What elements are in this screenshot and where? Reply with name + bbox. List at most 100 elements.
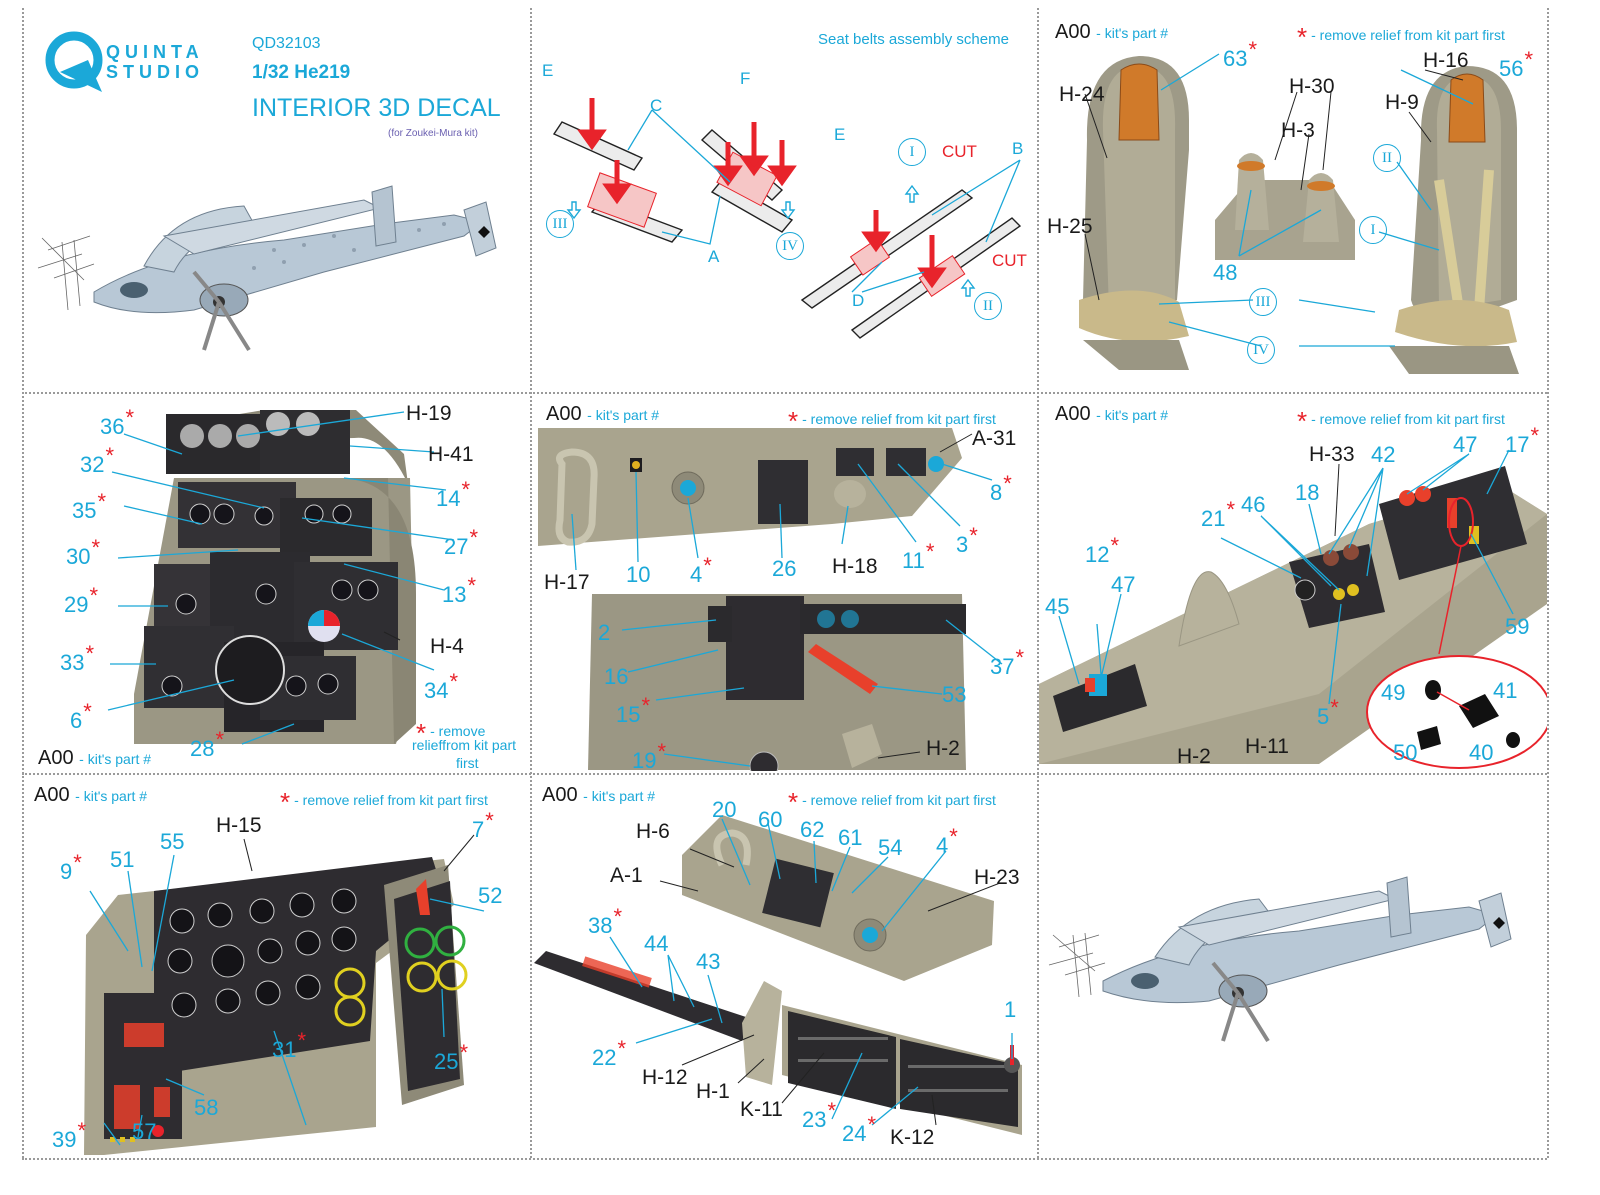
product-code: QD32103: [252, 35, 321, 52]
remove-relief-note: *- remove relief from kit part first: [280, 787, 488, 817]
decal-number-37: 37*: [990, 645, 1025, 679]
decal-number-17: 17*: [1505, 423, 1540, 457]
decal-number-27: 27*: [444, 525, 479, 559]
decal-number-19: 19*: [632, 739, 667, 772]
logo-mark-icon: [45, 31, 103, 92]
kit-part-legend: A00 - kit's part #: [1055, 21, 1169, 43]
decal-number-46: 46: [1241, 492, 1266, 517]
decal-number-8: 8*: [990, 471, 1012, 505]
grid-divider: [22, 392, 1547, 394]
part-label-h9: H-9: [1385, 91, 1419, 114]
decal-number-20: 20: [712, 797, 737, 822]
remove-relief-note-line2: relieffrom kit part: [412, 737, 516, 753]
decal-number-61: 61: [838, 825, 863, 850]
step-marker-ii: II: [1373, 144, 1401, 172]
decal-number-44: 44: [644, 931, 669, 956]
kit-part-legend: A00 - kit's part #: [38, 747, 152, 769]
decal-number-47b: 47: [1111, 572, 1136, 597]
step-marker-ii: II: [974, 292, 1002, 320]
decal-number-49: 49: [1381, 680, 1406, 705]
part-label-a1: A-1: [610, 864, 643, 887]
belt-label-e: E: [542, 61, 554, 80]
decal-number-5: 5*: [1317, 695, 1339, 729]
step-marker-iii: III: [1249, 288, 1277, 316]
grid-divider: [1547, 8, 1549, 1158]
kit-part-legend: A00 - kit's part #: [34, 784, 148, 806]
product-subtitle: (for Zoukei-Mura kit): [388, 128, 479, 139]
grid-divider: [22, 773, 1547, 775]
console-image: [1039, 449, 1547, 769]
kit-part-legend: A00 - kit's part #: [546, 403, 660, 425]
decal-number-32: 32*: [80, 443, 115, 477]
seatbelt-scheme-panel: Seat belts assembly scheme: [532, 10, 1036, 390]
decal-number-54: 54: [878, 835, 903, 860]
decal-number-53: 53: [942, 682, 967, 707]
decal-number-23: 23*: [802, 1098, 837, 1132]
belt-label-e2: E: [834, 125, 846, 144]
belt-label-a: A: [708, 247, 720, 266]
decal-number-56: 56*: [1499, 47, 1534, 81]
brand-line1: QUINTA: [106, 42, 204, 62]
cut-label: CUT: [942, 142, 977, 161]
belt-label-c: C: [650, 96, 663, 115]
decal-number-6: 6*: [70, 699, 92, 733]
decal-number-50: 50: [1393, 740, 1418, 765]
decal-number-16: 16: [604, 664, 629, 689]
front-instrument-panel: A00 - kit's part # *- remove relief from…: [24, 775, 528, 1156]
part-label-h24: H-24: [1059, 83, 1105, 106]
decal-number-31: 31*: [272, 1028, 307, 1062]
product-title: INTERIOR 3D DECAL: [252, 94, 501, 122]
belt-label-d: D: [852, 291, 865, 310]
part-label-h17: H-17: [544, 571, 590, 594]
seatbelt-diagram: [552, 98, 1022, 339]
decal-number-38: 38*: [588, 904, 623, 938]
decal-number-21: 21*: [1201, 497, 1236, 531]
part-label-h4: H-4: [430, 635, 464, 658]
part-label-h2: H-2: [926, 737, 960, 760]
decal-number-57: 57: [132, 1119, 157, 1144]
decal-number-63: 63*: [1223, 37, 1258, 71]
step-marker-iv: IV: [1247, 336, 1275, 364]
decal-number-59: 59: [1505, 614, 1530, 639]
part-label-h6: H-6: [636, 820, 670, 843]
grid-divider: [22, 1158, 1547, 1160]
decal-number-25: 25*: [434, 1040, 469, 1074]
decal-number-12: 12*: [1085, 533, 1120, 567]
kit-part-legend: A00 - kit's part #: [542, 784, 656, 806]
front-panel-image: [84, 834, 485, 1155]
remove-relief-note: *- remove relief from kit part first: [788, 787, 996, 817]
part-label-h1: H-1: [696, 1080, 730, 1103]
part-label-k12: K-12: [890, 1126, 935, 1149]
decal-number-39: 39*: [52, 1118, 87, 1152]
remove-relief-note-line3: first: [456, 755, 479, 771]
decal-number-41: 41: [1493, 678, 1518, 703]
grid-divider: [1037, 8, 1039, 1158]
aircraft-image: [37, 185, 497, 352]
decal-number-9: 9*: [60, 850, 82, 884]
belt-label-b: B: [1012, 139, 1024, 158]
part-label-h19: H-19: [406, 402, 452, 425]
part-label-h3: H-3: [1281, 119, 1315, 142]
part-label-h12: H-12: [642, 1066, 688, 1089]
kit-part-legend: A00 - kit's part #: [1055, 403, 1169, 425]
decal-number-10: 10: [626, 562, 651, 587]
decal-number-22: 22*: [592, 1036, 627, 1070]
decal-number-43: 43: [696, 949, 721, 974]
decal-number-28: 28*: [190, 727, 225, 761]
remove-relief-note: *- remove relief from kit part first: [788, 406, 996, 436]
main-instrument-panel: H-19 H-41 H-4 36* 32* 35* 30* 29* 33* 6*…: [24, 394, 528, 771]
part-label-h33: H-33: [1309, 443, 1355, 466]
part-label-h25: H-25: [1047, 215, 1093, 238]
decal-number-36: 36*: [100, 405, 135, 439]
step-marker-iv: IV: [776, 232, 804, 260]
title-panel: QUINTA STUDIO QD32103 1/32 He219 INTERIO…: [24, 10, 528, 390]
grid-divider: [22, 8, 24, 1158]
decal-number-15: 15*: [616, 693, 651, 727]
decal-number-1: 1: [1004, 997, 1017, 1022]
remove-relief-note: *- remove relief from kit part first: [1297, 406, 1505, 436]
left-panel-image: [534, 815, 1022, 1135]
part-label-h15: H-15: [216, 814, 262, 837]
aircraft-photo-panel: [1039, 775, 1547, 1156]
decal-number-7: 7*: [472, 808, 494, 842]
decal-number-11: 11*: [902, 539, 935, 573]
